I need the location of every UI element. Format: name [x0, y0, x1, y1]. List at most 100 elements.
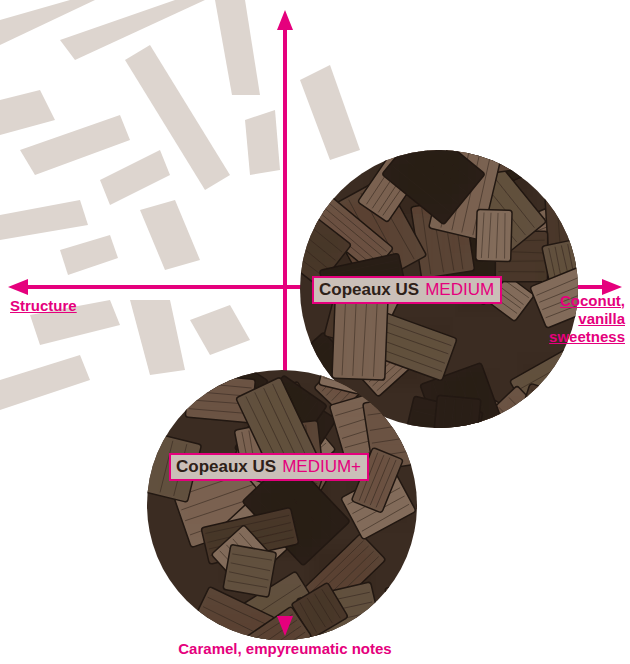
wood-chip: [432, 395, 481, 428]
chip-face: [332, 291, 388, 380]
wood-grain: [481, 212, 484, 258]
wood-grain: [569, 150, 578, 189]
wood-grain: [368, 404, 417, 416]
wood-grain: [531, 376, 578, 413]
wood-grain: [421, 208, 432, 274]
chip-face: [555, 150, 578, 197]
vertical-axis: [283, 618, 287, 622]
wood-grain: [372, 432, 417, 443]
wood-grain: [191, 382, 251, 388]
product-tag: Copeaux US MEDIUM+: [169, 453, 369, 481]
wood-grain: [392, 594, 417, 607]
wood-grain: [488, 417, 535, 428]
chip-face: [432, 395, 481, 428]
wood-grain: [466, 401, 472, 428]
wood-grain: [194, 625, 255, 640]
chip-face: [385, 574, 417, 637]
axis-label: Coconut, vanilla sweetness: [541, 292, 625, 346]
arrow-head: [277, 616, 293, 636]
wood-chips: [300, 150, 578, 428]
toast-level: MEDIUM: [425, 280, 494, 299]
wood-grain: [478, 427, 524, 428]
wood-grain: [304, 235, 336, 260]
wood-chip: [385, 574, 417, 637]
wood-grain: [307, 598, 325, 628]
wood-grain: [537, 387, 578, 424]
chip-face: [223, 544, 277, 597]
wood-grain: [311, 227, 343, 252]
wood-grain: [165, 624, 215, 635]
wood-grain: [496, 213, 498, 258]
wood-grain: [261, 626, 302, 640]
chip-face: [510, 342, 578, 428]
wood-grain: [504, 213, 506, 259]
wood-grain: [536, 263, 578, 295]
product-name: Copeaux US: [176, 457, 276, 476]
wood-chip: [530, 254, 578, 329]
wood-grain: [198, 616, 259, 640]
arrow-head: [277, 10, 293, 30]
wood-grain: [394, 604, 417, 617]
wood-grain: [397, 613, 417, 627]
wood-grain: [441, 399, 446, 428]
wood-chip: [476, 209, 512, 261]
wood-grain: [327, 370, 362, 371]
wood-grain: [208, 596, 269, 626]
chip-face: [246, 606, 312, 640]
wood-grain: [509, 397, 555, 428]
wood-grain: [370, 419, 417, 431]
wood-grain: [373, 295, 377, 376]
wood-chip: [332, 291, 388, 380]
wood-grain: [232, 553, 272, 561]
axis-label: Structure: [10, 297, 77, 315]
wood-chip: [555, 150, 578, 197]
wood-grain: [448, 400, 454, 428]
wood-grain: [577, 150, 578, 186]
wood-grain: [325, 370, 359, 378]
arrow-head: [8, 279, 28, 295]
wood-chip: [319, 370, 368, 394]
wood-grain: [531, 389, 578, 405]
wood-chip: [510, 342, 578, 428]
wood-grain: [228, 580, 268, 587]
wood-grain: [527, 402, 575, 418]
axis-label: Caramel, empyreumatic notes: [178, 640, 391, 658]
wood-grain: [252, 613, 293, 640]
wood-grain: [529, 396, 577, 412]
wood-grain: [450, 150, 522, 152]
wood-grain: [417, 150, 475, 183]
wood-grain: [322, 589, 341, 619]
wood-grain: [498, 271, 544, 272]
product-name: Copeaux US: [319, 280, 419, 299]
wood-grain: [147, 437, 159, 489]
wood-grain: [300, 340, 327, 366]
wood-chips: [147, 370, 417, 640]
wood-grain: [314, 594, 332, 624]
wood-chip: [398, 396, 483, 428]
wood-grain: [342, 294, 346, 375]
wood-grain: [390, 583, 417, 597]
wood-grain: [362, 295, 367, 376]
wood-grain: [231, 563, 271, 571]
wood-grain: [499, 407, 545, 428]
toast-level: MEDIUM+: [282, 457, 361, 476]
wood-grain: [518, 354, 578, 391]
wood-chip: [382, 150, 485, 225]
chip-face: [319, 370, 368, 394]
wood-grain: [300, 244, 329, 269]
wood-grain: [562, 150, 578, 191]
wood-grain: [229, 572, 269, 580]
product-tag: Copeaux US MEDIUM: [312, 276, 502, 304]
wood-grain: [526, 406, 574, 422]
geometric-stripes: [0, 0, 360, 410]
wood-grain: [392, 165, 450, 212]
wood-grain: [323, 378, 357, 387]
circle-photo: [147, 370, 417, 640]
wood-grain: [457, 401, 463, 428]
wood-grain: [324, 260, 397, 277]
wood-chip: [246, 606, 312, 640]
chip-face: [521, 383, 578, 428]
wood-grain: [163, 634, 213, 640]
wood-grain: [257, 620, 298, 640]
wood-chip-circle: Copeaux US MEDIUM+: [147, 370, 417, 640]
